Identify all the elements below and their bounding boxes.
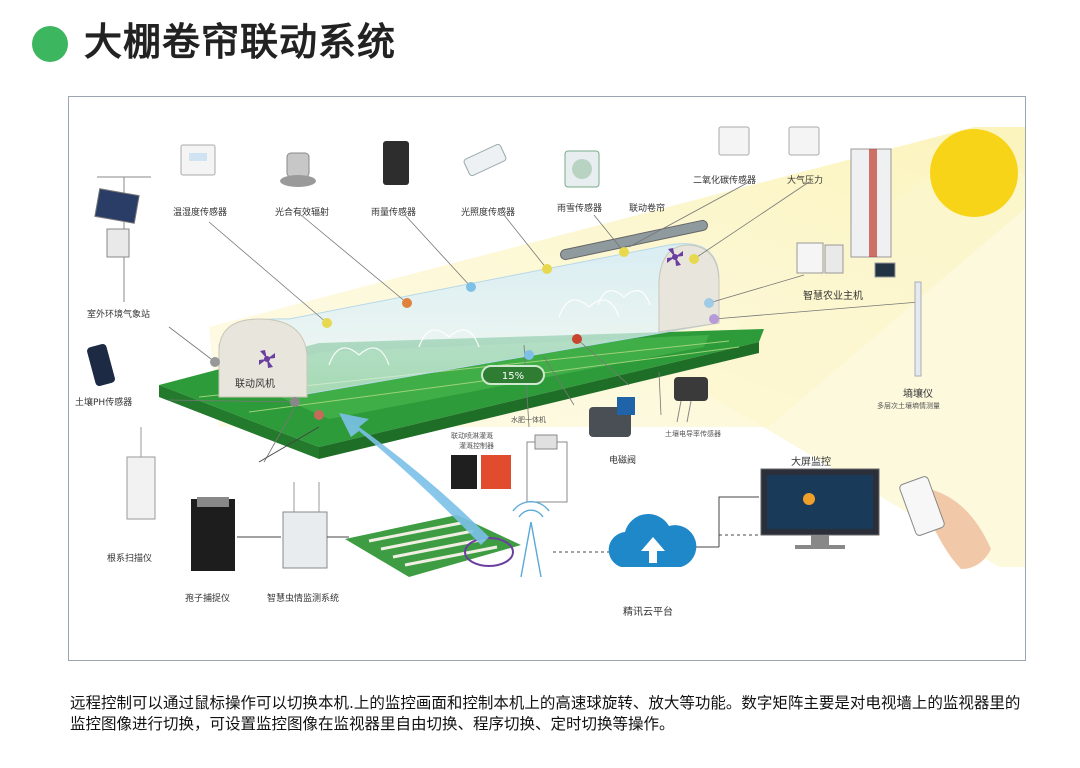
label-spray-ctrl-1: 联动喷淋灌溉 [451,432,493,440]
pressure-sensor-icon [788,126,820,156]
soil-ec-sensor-icon [674,377,708,423]
caption-text: 远程控制可以通过鼠标操作可以切换本机.上的监控画面和控制本机上的高速球旋转、放大… [70,694,1021,733]
sunlight-beam-lower [679,137,1025,567]
spore-trap-icon [191,497,235,571]
weather-station-icon [94,176,151,302]
smart-host-icon [796,148,896,278]
rain-snow-sensor-icon [564,150,600,188]
label-pest: 智慧虫情监测系统 [267,594,340,604]
fan-icon [259,350,275,368]
fan-icon [667,248,683,266]
title-bullet [32,26,68,62]
label-spore: 孢子捕捉仪 [185,594,231,604]
label-par: 光合有效辐射 [275,208,330,218]
monitor-icon [760,468,880,549]
label-soil-meter: 墒壤仪 [903,389,933,400]
water-fertilizer-machine-icon [526,434,568,503]
rain-gauge-icon [383,141,409,185]
solenoid-valve-icon [589,397,635,437]
label-rain: 雨量传感器 [371,208,417,218]
label-spray-ctrl-2: 灌溉控制器 [459,442,494,450]
label-soil-meter-sub: 多层次土壤墒情测量 [877,402,940,410]
label-linked-curtain: 联动卷帘 [629,204,666,214]
highlight-ring [464,537,514,567]
greenhouse-end-left [218,318,308,398]
sun-icon [930,129,1018,217]
soil-meter-icon [914,281,922,377]
humidity-badge: 15% [481,365,545,385]
label-co2: 二氧化碳传感器 [693,176,757,186]
roller-curtain [560,219,708,261]
soil-ph-sensor-icon [87,343,115,387]
label-cloud: 精讯云平台 [623,607,673,618]
root-scanner-icon [126,427,156,520]
label-soil-ec: 土壤电导率传感器 [665,430,721,438]
label-solenoid: 电磁阀 [609,456,637,466]
par-sensor-icon [280,152,316,187]
sensor-dots [210,247,719,420]
diagram-canvas [87,126,1025,578]
label-pressure: 大气压力 [787,176,824,186]
spray-controller-icon [451,455,511,489]
label-smart-host: 智慧农业主机 [803,291,863,302]
label-soil-ph: 土壤PH传感器 [75,398,133,408]
greenhouse-end-right [658,244,720,333]
page-title: 大棚卷帘联动系统 [84,20,397,64]
co2-sensor-icon [718,126,750,156]
label-rain-snow: 雨雪传感器 [557,204,603,214]
temp-humidity-sensor-icon [180,144,216,176]
sprinklers [328,290,651,366]
antenna-icon [512,501,550,578]
label-big-screen: 大屏监控 [791,457,831,468]
leader-lines [168,181,920,463]
system-diagram: 温湿度传感器 光合有效辐射 雨量传感器 光照度传感器 雨雪传感器 联动卷帘 二氧… [68,96,1026,661]
label-illuminance: 光照度传感器 [461,208,516,218]
phone-icon [899,476,991,569]
label-root-scanner: 根系扫描仪 [107,554,153,564]
label-weather-station: 室外环境气象站 [87,310,151,320]
illuminance-sensor-icon [463,143,507,177]
cloud-upload-icon [608,514,697,567]
label-water-fert: 水肥一体机 [511,416,546,424]
label-temp-humidity: 温湿度传感器 [173,208,228,218]
upload-arrow [339,413,489,545]
pest-monitor-icon [282,482,328,569]
label-linked-fan: 联动风机 [235,379,275,390]
